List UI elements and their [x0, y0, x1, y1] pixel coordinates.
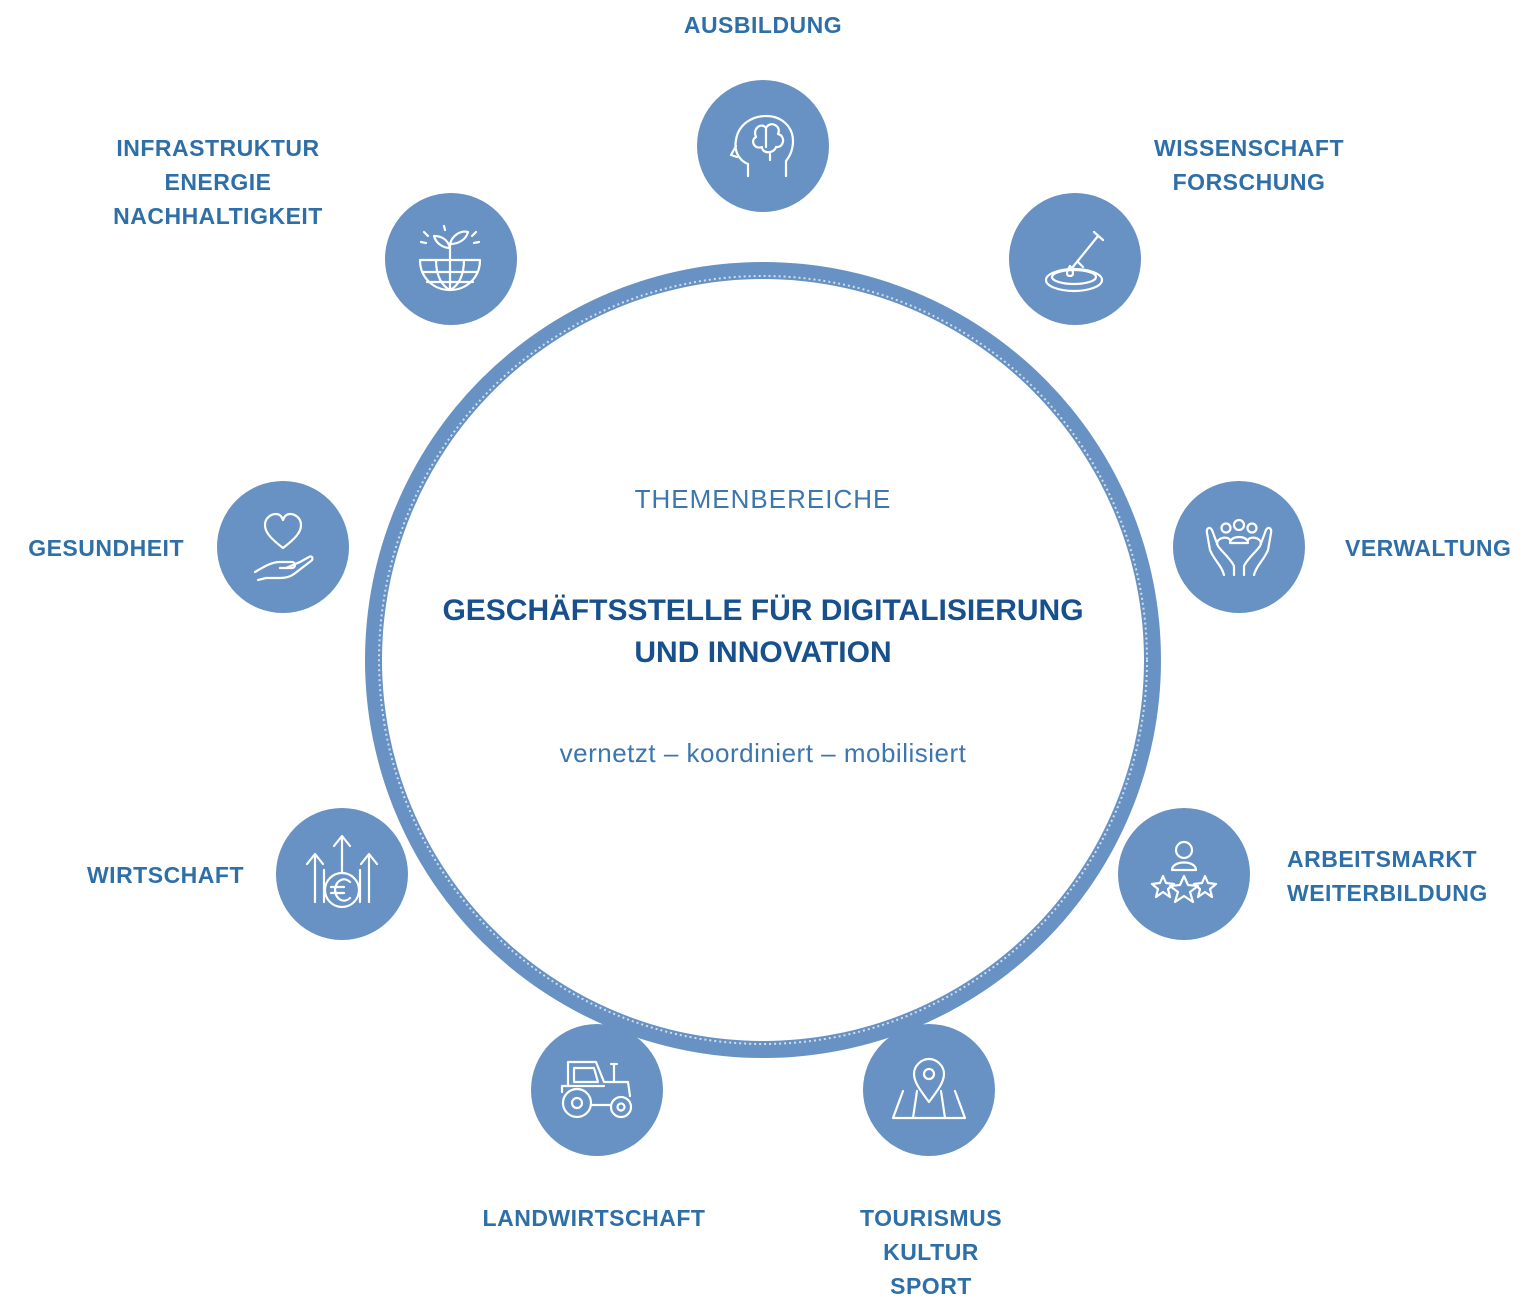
heart-hand-icon [253, 512, 314, 582]
topic-label-tourismus: TOURISMUS KULTUR SPORT [811, 1201, 1051, 1303]
label-line: NACHHALTIGKEIT [113, 203, 323, 229]
ring-perforation [378, 275, 1148, 1045]
topic-node-infrastruktur[interactable] [385, 193, 517, 325]
topic-label-landwirtschaft: LANDWIRTSCHAFT [454, 1201, 734, 1235]
globe-sprout-icon [418, 224, 482, 292]
pipette-petri-dish-icon [1044, 230, 1105, 293]
label-line: KULTUR [883, 1239, 979, 1265]
center-title-line: GESCHÄFTSSTELLE FÜR DIGITALISIERUNG [442, 594, 1084, 627]
center-subtitle: THEMENBEREICHE [634, 484, 892, 514]
topic-node-ausbildung[interactable] [697, 80, 829, 212]
label-line: WISSENSCHAFT [1154, 135, 1344, 161]
label-line: ARBEITSMARKT [1287, 846, 1477, 872]
label-line: TOURISMUS [859, 1205, 1003, 1231]
inner-disc [382, 279, 1144, 1041]
euro-growth-icon [305, 834, 379, 909]
label-line: WIRTSCHAFT [86, 862, 244, 888]
topic-label-gesundheit: GESUNDHEIT [0, 531, 184, 565]
topic-label-wirtschaft: WIRTSCHAFT [30, 858, 244, 892]
label-line: VERWALTUNG [1345, 535, 1512, 561]
brain-head-icon [729, 114, 795, 178]
hands-people-icon [1205, 518, 1273, 577]
label-line: INFRASTRUKTUR [116, 135, 320, 161]
person-stars-icon [1150, 840, 1218, 904]
topic-node-gesundheit[interactable] [217, 481, 349, 613]
label-line: ENERGIE [164, 169, 272, 195]
topic-node-verwaltung[interactable] [1173, 481, 1305, 613]
topic-label-arbeitsmarkt: ARBEITSMARKT WEITERBILDUNG [1287, 842, 1527, 910]
topic-node-wissenschaft[interactable] [1009, 193, 1141, 325]
topic-label-infrastruktur: INFRASTRUKTUR ENERGIE NACHHALTIGKEIT [87, 131, 349, 233]
label-line: GESUNDHEIT [28, 535, 184, 561]
center-title: GESCHÄFTSSTELLE FÜR DIGITALISIERUNG UND … [413, 590, 1113, 674]
topic-node-tourismus[interactable] [863, 1024, 995, 1156]
topic-label-ausbildung: AUSBILDUNG [663, 8, 863, 42]
topic-node-wirtschaft[interactable] [276, 808, 408, 940]
topic-node-landwirtschaft[interactable] [531, 1024, 663, 1156]
center-title-line: UND INNOVATION [634, 636, 892, 669]
center-tagline: vernetzt – koordiniert – mobilisiert [559, 738, 967, 768]
label-line: FORSCHUNG [1172, 169, 1326, 195]
topic-node-arbeitsmarkt[interactable] [1118, 808, 1250, 940]
map-pin-icon [891, 1057, 967, 1120]
label-line: AUSBILDUNG [683, 12, 843, 38]
topic-label-wissenschaft: WISSENSCHAFT FORSCHUNG [1129, 131, 1369, 199]
topic-label-verwaltung: VERWALTUNG [1345, 531, 1529, 565]
label-line: WEITERBILDUNG [1287, 880, 1488, 906]
label-line: SPORT [890, 1273, 972, 1299]
label-line: LANDWIRTSCHAFT [482, 1205, 706, 1231]
tractor-icon [560, 1060, 633, 1119]
